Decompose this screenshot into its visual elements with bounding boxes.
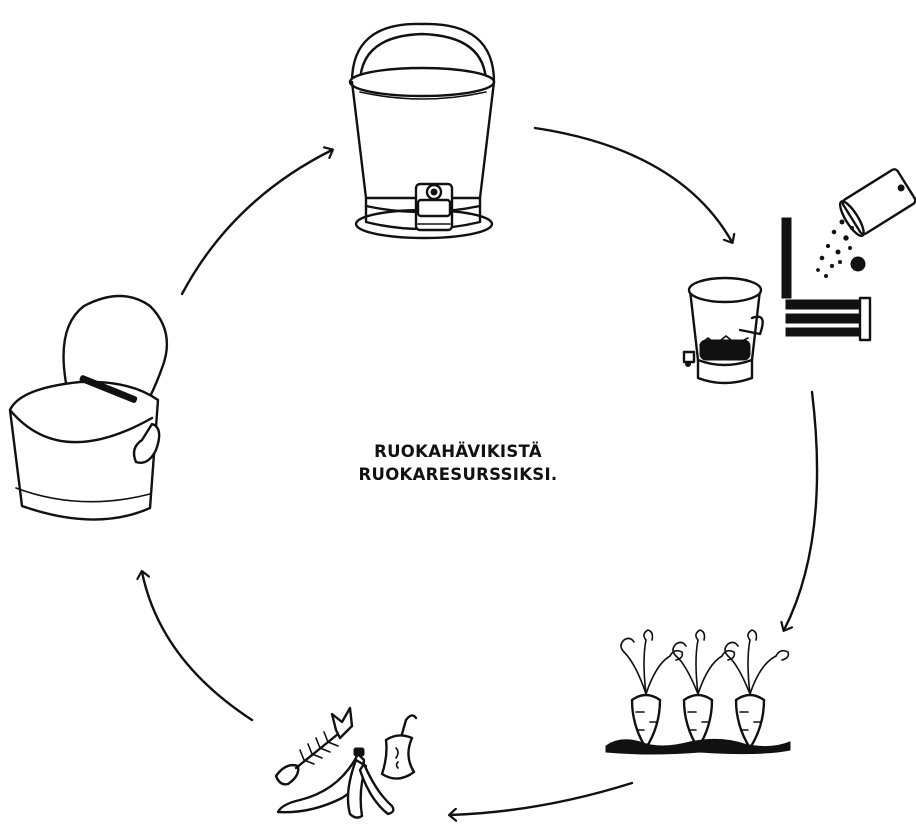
caption-line-1: RUOKAHÄVIKISTÄ [374,442,542,461]
apple-core-icon [380,714,418,780]
bokashi-bucket-icon [348,22,496,240]
fish-bones-icon [274,706,354,786]
cycle-arrow-carrots-to-scraps [450,781,634,815]
cycle-arrow-bucket-to-soil [533,126,732,242]
bokashi-emptying-into-soil-icon [682,168,916,385]
caption-line-2: RUOKARESURSSIKSI. [358,465,558,484]
cycle-arrow-soil-to-carrots [784,390,819,630]
carrot-1 [620,629,684,750]
cycle-arrow-scraps-to-bin [142,572,254,722]
cycle-caption: RUOKAHÄVIKISTÄ RUOKARESURSSIKSI. [258,440,658,486]
carrot-3 [724,629,790,750]
growing-carrots-icon [605,629,791,755]
soil-line [605,738,791,755]
banana-peel-icon [276,747,395,819]
carrot-2 [672,629,736,750]
kitchen-waste-bin-icon [8,294,169,521]
food-scraps-icon [274,706,418,819]
cycle-arrow-bin-to-bucket [180,150,332,296]
